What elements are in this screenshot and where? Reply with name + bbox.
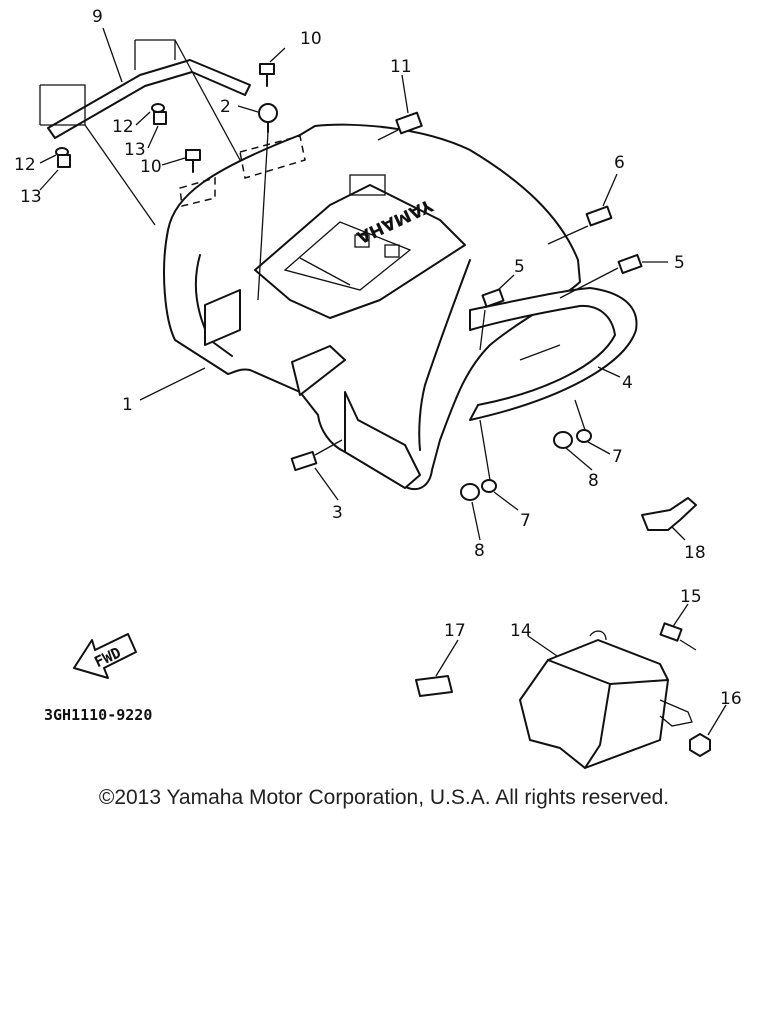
callout-5a: 5 <box>514 257 525 277</box>
pad-17 <box>415 675 453 697</box>
callout-3: 3 <box>332 503 343 523</box>
callout-18: 18 <box>684 543 706 563</box>
callout-15: 15 <box>680 587 702 607</box>
callout-12b: 12 <box>14 155 36 175</box>
callout-8a: 8 <box>588 471 599 491</box>
clip-18 <box>641 497 697 531</box>
fwd-arrow: FWD <box>73 633 137 679</box>
callout-11: 11 <box>390 57 412 77</box>
callout-17: 17 <box>444 621 466 641</box>
callout-7b: 7 <box>520 511 531 531</box>
callout-13b: 13 <box>20 187 42 207</box>
leader-lines <box>39 27 727 736</box>
rear-fender: YAMAHA <box>163 123 581 490</box>
parts-diagram: YAMAHA <box>14 7 742 769</box>
pad-strip <box>39 39 251 226</box>
callout-7a: 7 <box>612 447 623 467</box>
callout-8b: 8 <box>474 541 485 561</box>
callout-9: 9 <box>92 7 103 27</box>
drawing-code: 3GH1110-9220 <box>44 706 152 724</box>
callout-10b: 10 <box>140 157 162 177</box>
tool-box <box>519 622 711 769</box>
fasteners <box>55 63 643 501</box>
callout-2: 2 <box>220 97 231 117</box>
callout-6: 6 <box>614 153 625 173</box>
callout-12a: 12 <box>112 117 134 137</box>
callout-13a: 13 <box>124 140 146 160</box>
callout-10a: 10 <box>300 29 322 49</box>
copyright-notice: ©2013 Yamaha Motor Corporation, U.S.A. A… <box>98 786 670 809</box>
callout-1: 1 <box>122 395 133 415</box>
callout-labels: 1 2 3 4 5 5 6 7 7 8 8 9 10 10 11 12 12 1… <box>14 7 742 709</box>
callout-5b: 5 <box>674 253 685 273</box>
callout-4: 4 <box>622 373 633 393</box>
side-rail <box>469 287 638 421</box>
callout-16: 16 <box>720 689 742 709</box>
callout-14: 14 <box>510 621 532 641</box>
